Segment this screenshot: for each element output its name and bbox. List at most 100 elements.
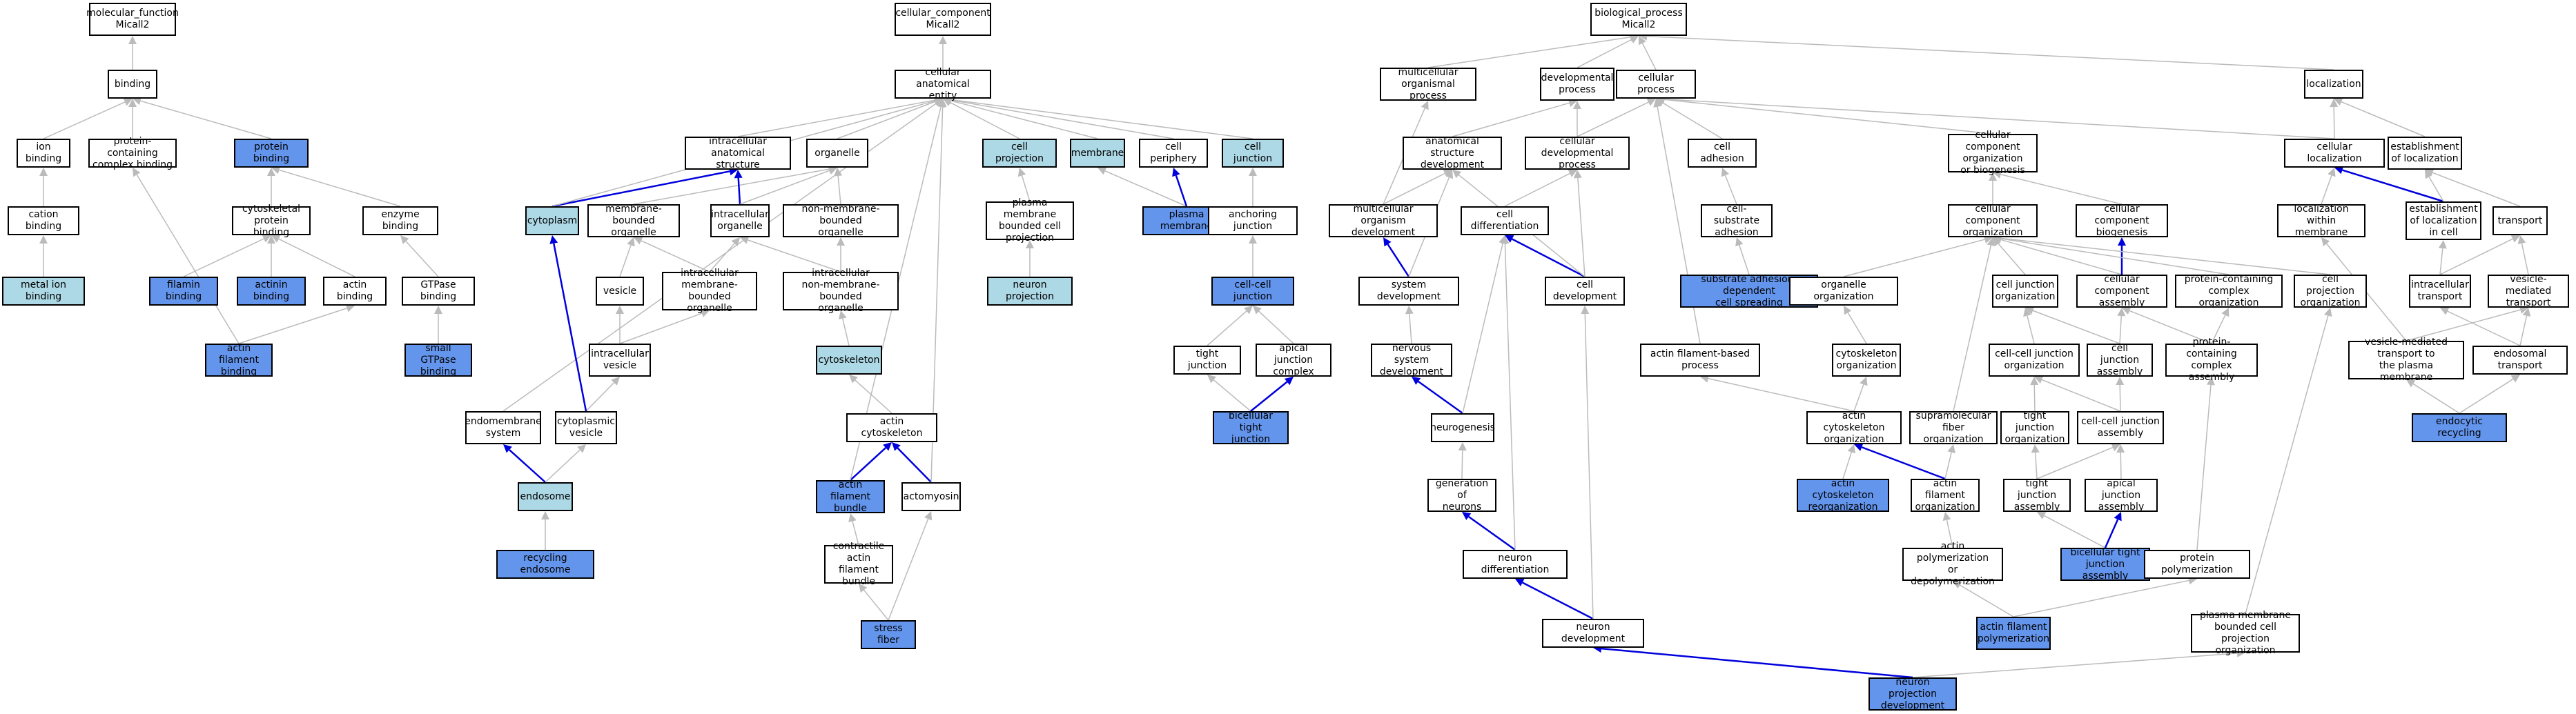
node-membrane[interactable]: membrane <box>1070 139 1125 168</box>
node-non-membrane-bounded-organelle[interactable]: non-membrane-bounded organelle <box>783 204 899 238</box>
node-actin-filament-binding[interactable]: actin filament binding <box>205 343 273 377</box>
node-cytoskeletal-protein-binding[interactable]: cytoskeletal protein binding <box>232 204 311 238</box>
node-multicellular-organismal-process[interactable]: multicellular organismal process <box>1380 67 1476 101</box>
node-actomyosin[interactable]: actomyosin <box>901 482 961 511</box>
node-bicellular-tight-junction[interactable]: bicellular tight junction <box>1213 410 1289 445</box>
node-tight-junction-organization[interactable]: tight junction organization <box>2000 410 2069 445</box>
node-intracellular-vesicle[interactable]: intracellular vesicle <box>589 344 651 377</box>
node-actin-cytoskeleton-organization[interactable]: actin cytoskeleton organization <box>1806 410 1902 445</box>
node-enzyme-binding[interactable]: enzyme binding <box>362 206 438 235</box>
node-protein-polymerization[interactable]: protein polymerization <box>2144 550 2250 579</box>
node-intracellular-membrane-bounded-organelle[interactable]: intracellular membrane-bounded organelle <box>662 268 757 314</box>
node-transport[interactable]: transport <box>2492 206 2548 235</box>
node-protein-containing-complex-binding[interactable]: protein-containing complex binding <box>88 136 177 170</box>
node-neurogenesis[interactable]: neurogenesis <box>1430 413 1495 442</box>
node-cytoskeleton-organization[interactable]: cytoskeleton organization <box>1832 344 1901 377</box>
node-bp-root[interactable]: biological_process Micall2 <box>1590 3 1687 36</box>
node-protein-containing-complex-assembly[interactable]: protein-containing complex assembly <box>2165 337 2258 383</box>
node-cell-cell-junction[interactable]: cell-cell junction <box>1211 277 1294 306</box>
node-intracellular-non-membrane-bounded-organelle[interactable]: intracellular non-membrane-bounded organ… <box>783 268 899 314</box>
node-vesicle-mediated-transport-to-plasma-membrane[interactable]: vesicle-mediated transport to the plasma… <box>2348 337 2464 383</box>
node-actin-filament-polymerization[interactable]: actin filament polymerization <box>1976 617 2051 650</box>
node-contractile-actin-filament-bundle[interactable]: contractile actin filament bundle <box>824 541 893 587</box>
node-endomembrane-system[interactable]: endomembrane system <box>465 411 542 444</box>
node-bicellular-tight-junction-assembly[interactable]: bicellular tight junction assembly <box>2060 547 2150 582</box>
node-cell-junction-organization[interactable]: cell junction organization <box>1992 275 2058 308</box>
node-neuron-differentiation[interactable]: neuron differentiation <box>1463 550 1568 579</box>
node-cell-substrate-adhesion[interactable]: cell-substrate adhesion <box>1701 204 1773 238</box>
node-anatomical-structure-development[interactable]: anatomical structure development <box>1403 136 1502 170</box>
node-cellular-component-organization[interactable]: cellular component organization <box>1948 204 2038 238</box>
node-cytoplasmic-vesicle[interactable]: cytoplasmic vesicle <box>555 411 617 444</box>
node-metal-ion-binding[interactable]: metal ion binding <box>2 277 85 306</box>
node-cell-adhesion[interactable]: cell adhesion <box>1688 139 1757 168</box>
node-binding[interactable]: binding <box>108 70 157 99</box>
node-cell-cell-junction-assembly[interactable]: cell-cell junction assembly <box>2077 411 2164 444</box>
node-small-gtpase-binding[interactable]: small GTPase binding <box>404 343 472 377</box>
node-cytoskeleton[interactable]: cytoskeleton <box>816 346 882 375</box>
node-intracellular-organelle[interactable]: intracellular organelle <box>710 204 770 237</box>
node-establishment-of-localization[interactable]: establishment of localization <box>2388 137 2462 170</box>
node-actin-filament-based-process[interactable]: actin filament-based process <box>1640 344 1760 377</box>
node-cell-projection-organization[interactable]: cell projection organization <box>2294 274 2367 308</box>
node-cellular-component-biogenesis[interactable]: cellular component biogenesis <box>2076 204 2168 238</box>
node-cell-junction[interactable]: cell junction <box>1222 139 1284 168</box>
node-cellular-process[interactable]: cellular process <box>1616 70 1696 99</box>
node-pm-bounded-cell-projection[interactable]: plasma membrane bounded cell projection <box>986 197 1074 244</box>
node-endocytic-recycling[interactable]: endocytic recycling <box>2412 413 2507 442</box>
node-pm-bounded-cell-projection-organization[interactable]: plasma membrane bounded cell projection … <box>2191 610 2300 656</box>
node-cellular-developmental-process[interactable]: cellular developmental process <box>1525 136 1630 170</box>
node-vesicle[interactable]: vesicle <box>596 277 644 306</box>
node-neuron-projection-development[interactable]: neuron projection development <box>1868 677 1957 711</box>
node-endosome[interactable]: endosome <box>518 482 573 511</box>
node-cell-projection[interactable]: cell projection <box>982 139 1057 168</box>
node-filamin-binding[interactable]: filamin binding <box>149 277 218 306</box>
node-cell-differentiation[interactable]: cell differentiation <box>1461 206 1549 235</box>
node-tight-junction-assembly[interactable]: tight junction assembly <box>2003 478 2071 513</box>
node-vesicle-mediated-transport[interactable]: vesicle-mediated transport <box>2488 274 2569 308</box>
node-cation-binding[interactable]: cation binding <box>8 206 79 235</box>
node-membrane-bounded-organelle[interactable]: membrane-bounded organelle <box>587 204 680 238</box>
node-localization-within-membrane[interactable]: localization within membrane <box>2277 204 2365 238</box>
node-protein-containing-complex-organization[interactable]: protein-containing complex organization <box>2175 274 2283 308</box>
node-cell-development[interactable]: cell development <box>1545 277 1625 306</box>
node-recycling-endosome[interactable]: recycling endosome <box>496 550 594 579</box>
node-cellular-localization[interactable]: cellular localization <box>2284 139 2385 168</box>
node-apical-junction-assembly[interactable]: apical junction assembly <box>2085 478 2158 513</box>
node-system-development[interactable]: system development <box>1358 277 1459 306</box>
node-cell-periphery[interactable]: cell periphery <box>1139 139 1208 168</box>
node-actinin-binding[interactable]: actinin binding <box>237 277 306 306</box>
node-cellular-component-assembly[interactable]: cellular component assembly <box>2076 274 2167 308</box>
node-endosomal-transport[interactable]: endosomal transport <box>2472 346 2568 375</box>
node-organelle[interactable]: organelle <box>806 139 868 168</box>
node-nervous-system-development[interactable]: nervous system development <box>1371 343 1452 377</box>
node-supramolecular-fiber-organization[interactable]: supramolecular fiber organization <box>1909 410 1998 445</box>
node-cell-junction-assembly[interactable]: cell junction assembly <box>2087 343 2153 377</box>
node-actin-cytoskeleton[interactable]: actin cytoskeleton <box>846 413 937 442</box>
node-cytoplasm[interactable]: cytoplasm <box>525 206 579 235</box>
node-generation-of-neurons[interactable]: generation of neurons <box>1427 478 1496 513</box>
node-anchoring-junction[interactable]: anchoring junction <box>1208 206 1298 235</box>
node-intracellular-anatomical-structure[interactable]: intracellular anatomical structure <box>685 136 791 170</box>
node-organelle-organization[interactable]: organelle organization <box>1789 277 1898 306</box>
node-mf-root[interactable]: molecular_function Micall2 <box>86 3 179 36</box>
node-ion-binding[interactable]: ion binding <box>17 139 70 168</box>
node-tight-junction[interactable]: tight junction <box>1173 346 1241 375</box>
node-multicellular-organism-development[interactable]: multicellular organism development <box>1329 204 1438 238</box>
node-cellular-component-organization-or-biogenesis[interactable]: cellular component organization or bioge… <box>1948 130 2038 176</box>
node-intracellular-transport[interactable]: intracellular transport <box>2409 275 2471 308</box>
node-actin-cytoskeleton-reorganization[interactable]: actin cytoskeleton reorganization <box>1797 478 1889 513</box>
node-actin-filament-organization[interactable]: actin filament organization <box>1911 478 1980 513</box>
node-localization[interactable]: localization <box>2304 70 2363 99</box>
node-protein-binding[interactable]: protein binding <box>234 139 309 168</box>
node-apical-junction-complex[interactable]: apical junction complex <box>1256 343 1331 377</box>
node-actin-filament-bundle[interactable]: actin filament bundle <box>816 479 885 514</box>
node-gtpase-binding[interactable]: GTPase binding <box>402 277 475 306</box>
node-neuron-development[interactable]: neuron development <box>1542 619 1644 648</box>
node-cell-cell-junction-organization[interactable]: cell-cell junction organization <box>1989 344 2080 377</box>
node-cc-root[interactable]: cellular_component Micall2 <box>895 3 991 36</box>
node-stress-fiber[interactable]: stress fiber <box>861 620 916 649</box>
node-actin-binding[interactable]: actin binding <box>323 277 387 306</box>
node-neuron-projection[interactable]: neuron projection <box>987 277 1073 306</box>
node-cellular-anatomical-entity[interactable]: cellular anatomical entity <box>895 67 991 101</box>
